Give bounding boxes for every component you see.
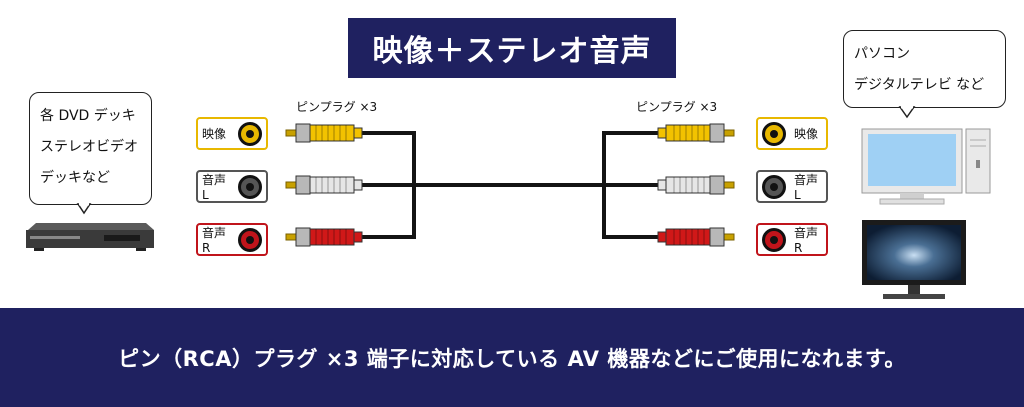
jack-right-audio-l: 音声 L [756, 170, 828, 203]
right-bubble-line-1: パソコン [854, 46, 910, 62]
jack-socket-icon [762, 121, 786, 146]
jack-right-audio-r-label: 音声 R [794, 226, 819, 255]
left-bubble-line-2: ステレオビデオ [40, 139, 138, 155]
jack-socket-icon [238, 227, 262, 252]
jack-left-audio-l-label: 音声 L [202, 173, 227, 202]
jack-left-audio-l: 音声 L [196, 170, 268, 203]
rca-plug-right-audio-l-icon [657, 175, 735, 195]
jack-left-video: 映像 [196, 117, 268, 150]
tv-icon [862, 220, 966, 299]
jack-right-audio-r: 音声 R [756, 223, 828, 256]
dvd-deck-icon [26, 223, 154, 251]
jack-socket-icon [762, 174, 786, 199]
footer-banner: ピン（RCA）プラグ ×3 端子に対応している AV 機器などにご使用になれます… [0, 308, 1024, 407]
plug-caption-right: ピンプラグ ×3 [636, 100, 718, 114]
jack-left-video-label: 映像 [202, 127, 227, 141]
rca-plug-right-audio-r-icon [657, 227, 735, 247]
title-text: 映像＋ステレオ音声 [372, 34, 652, 69]
rca-plug-left-audio-l-icon [285, 175, 363, 195]
left-device-bubble: 各 DVD デッキ ステレオビデオ デッキなど [29, 92, 152, 205]
left-bubble-line-3: デッキなど [40, 170, 110, 186]
title-banner: 映像＋ステレオ音声 [348, 18, 676, 78]
plug-caption-left: ピンプラグ ×3 [296, 100, 378, 114]
jack-right-audio-l-label: 音声 L [794, 173, 819, 202]
jack-socket-icon [238, 121, 262, 146]
cable-lines [360, 131, 660, 239]
rca-plug-left-video-icon [285, 123, 363, 143]
left-bubble-line-1: 各 DVD デッキ [40, 108, 136, 124]
rca-plug-left-audio-r-icon [285, 227, 363, 247]
jack-socket-icon [762, 227, 786, 252]
jack-left-audio-r-label: 音声 R [202, 226, 227, 255]
jack-left-audio-r: 音声 R [196, 223, 268, 256]
right-bubble-line-2: デジタルテレビ など [854, 77, 985, 93]
rca-plug-right-video-icon [657, 123, 735, 143]
pc-icon [861, 128, 991, 205]
jack-right-video: 映像 [756, 117, 828, 150]
right-device-bubble: パソコン デジタルテレビ など [843, 30, 1006, 108]
jack-right-video-label: 映像 [794, 127, 819, 141]
jack-socket-icon [238, 174, 262, 199]
footer-text: ピン（RCA）プラグ ×3 端子に対応している AV 機器などにご使用になれます… [118, 346, 906, 371]
